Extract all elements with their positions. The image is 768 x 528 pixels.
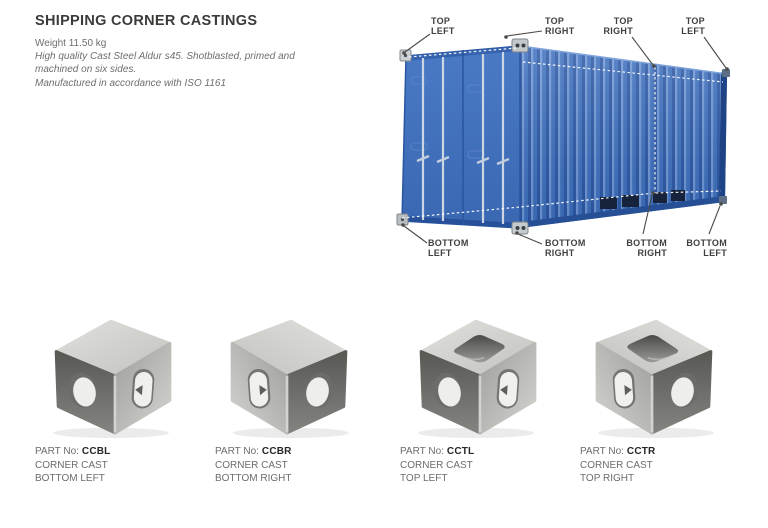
- part-number: CCBR: [261, 446, 292, 457]
- label-line: LEFT: [703, 248, 727, 258]
- part-number-line: PART No:CCBR: [215, 445, 377, 459]
- label-line: BOTTOM: [428, 238, 469, 248]
- part-number-line: PART No:CCTR: [580, 445, 742, 459]
- door-lock-rods: [421, 52, 505, 224]
- product-label: PART No:CCBR CORNER CAST BOTTOM RIGHT: [205, 445, 377, 486]
- part-label: PART No:: [580, 446, 624, 457]
- label-line: RIGHT: [603, 26, 633, 36]
- corner-label-top-right-front: TOP RIGHT: [545, 16, 575, 36]
- door-face: [401, 45, 521, 229]
- product-card-cctr: PART No:CCTR CORNER CAST TOP RIGHT: [570, 303, 742, 486]
- intro-section: SHIPPING CORNER CASTINGS Weight 11.50 kg…: [35, 13, 375, 91]
- part-label: PART No:: [400, 446, 444, 457]
- label-line: LEFT: [428, 248, 452, 258]
- product-name-line2: TOP LEFT: [400, 473, 448, 484]
- label-line: RIGHT: [545, 248, 575, 258]
- product-row: PART No:CCBL CORNER CAST BOTTOM LEFT PAR…: [25, 303, 743, 515]
- product-name-line1: CORNER CAST: [35, 459, 108, 471]
- product-name-line1: CORNER CAST: [215, 459, 288, 471]
- label-line: TOP: [431, 16, 451, 26]
- label-line: RIGHT: [637, 248, 667, 258]
- corner-label-bottom-right-front: BOTTOM RIGHT: [545, 238, 586, 258]
- product-label: PART No:CCBL CORNER CAST BOTTOM LEFT: [25, 445, 197, 486]
- label-line: TOP: [613, 16, 633, 26]
- side-panel: [519, 45, 728, 228]
- corner-label-top-right-rear: TOP RIGHT: [589, 16, 633, 36]
- container-illustration: [396, 30, 730, 245]
- label-line: TOP: [545, 16, 565, 26]
- product-name-line1: CORNER CAST: [400, 459, 473, 471]
- weight-text: Weight 11.50 kg: [35, 38, 107, 49]
- corner-label-bottom-left-front: BOTTOM LEFT: [428, 238, 469, 258]
- page-title: SHIPPING CORNER CASTINGS: [35, 13, 258, 29]
- part-number: CCTL: [446, 446, 475, 457]
- product-card-ccbl: PART No:CCBL CORNER CAST BOTTOM LEFT: [25, 303, 197, 486]
- label-line: LEFT: [681, 26, 705, 36]
- product-name-line1: CORNER CAST: [580, 459, 653, 471]
- corner-label-bottom-right-rear: BOTTOM RIGHT: [617, 238, 667, 258]
- door-handles: [416, 154, 510, 166]
- corner-label-bottom-left-rear: BOTTOM LEFT: [677, 238, 727, 258]
- part-label: PART No:: [215, 446, 259, 457]
- product-label: PART No:CCTR CORNER CAST TOP RIGHT: [570, 445, 742, 486]
- casting-image-ccbl: [32, 303, 190, 441]
- part-label: PART No:: [35, 446, 79, 457]
- container-diagram: TOP LEFT TOP RIGHT TOP RIGHT TOP LEFT BO…: [393, 5, 761, 270]
- casting-image-cctr: [577, 303, 735, 441]
- corner-fittings: [396, 38, 730, 235]
- label-line: LEFT: [431, 26, 455, 36]
- corner-label-top-left-front: TOP LEFT: [431, 16, 455, 36]
- material-description: High quality Cast Steel Aldur s45. Shotb…: [35, 51, 295, 75]
- part-number-line: PART No:CCBL: [35, 445, 197, 459]
- callout-arrows: [401, 30, 729, 245]
- product-name-line2: BOTTOM RIGHT: [215, 473, 292, 484]
- label-line: BOTTOM: [626, 238, 667, 248]
- part-number: CCTR: [626, 446, 656, 457]
- label-line: BOTTOM: [686, 238, 727, 248]
- product-name-line2: BOTTOM LEFT: [35, 473, 105, 484]
- product-name-line2: TOP RIGHT: [580, 473, 635, 484]
- label-line: BOTTOM: [545, 238, 586, 248]
- hidden-edge-guides: [401, 47, 724, 219]
- label-line: RIGHT: [545, 26, 575, 36]
- casting-image-ccbr: [212, 303, 370, 441]
- product-card-ccbr: PART No:CCBR CORNER CAST BOTTOM RIGHT: [205, 303, 377, 486]
- corner-label-top-left-rear: TOP LEFT: [661, 16, 705, 36]
- label-line: TOP: [685, 16, 705, 26]
- part-number: CCBL: [81, 446, 111, 457]
- standard-description: Manufactured in accordance with ISO 1161: [35, 78, 227, 89]
- part-number-line: PART No:CCTL: [400, 445, 562, 459]
- product-card-cctl: PART No:CCTL CORNER CAST TOP LEFT: [390, 303, 562, 486]
- product-label: PART No:CCTL CORNER CAST TOP LEFT: [390, 445, 562, 486]
- casting-image-cctl: [397, 303, 555, 441]
